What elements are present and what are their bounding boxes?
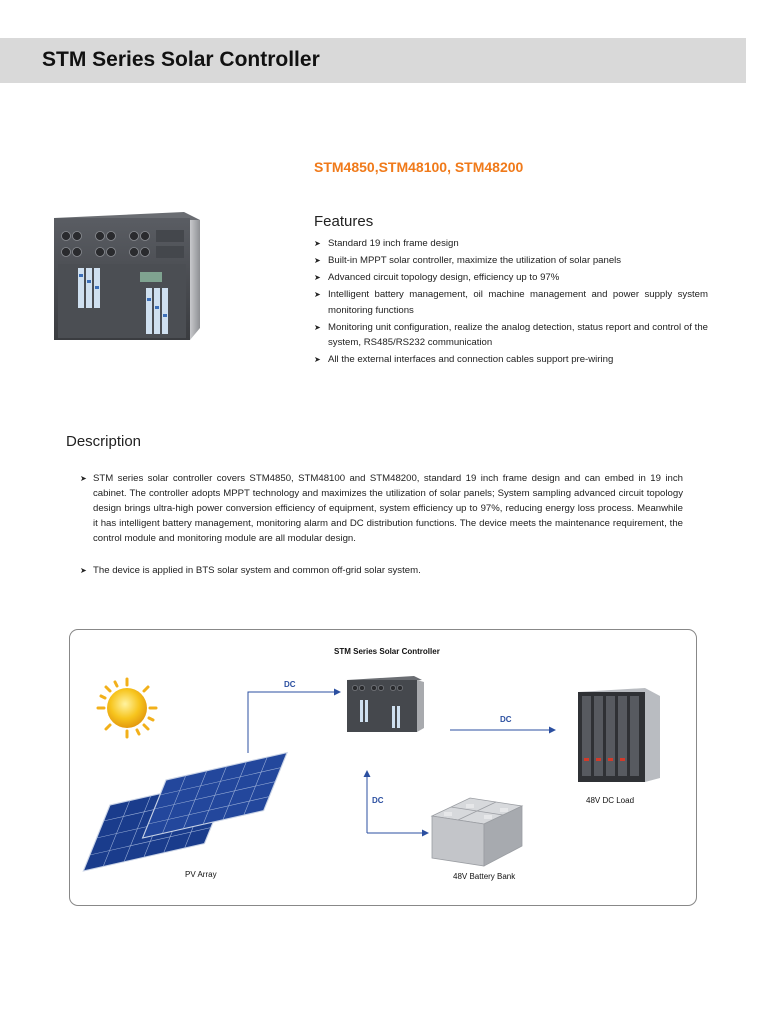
- list-item: ➤All the external interfaces and connect…: [314, 352, 708, 368]
- arrow-bullet-icon: ➤: [80, 474, 87, 483]
- controller-icon: [347, 676, 424, 732]
- dc-label-2: DC: [500, 715, 512, 724]
- arrow-bullet-icon: ➤: [80, 566, 87, 575]
- pv-array-icon: [82, 751, 288, 872]
- list-item: ➤STM series solar controller covers STM4…: [80, 473, 683, 544]
- arrow-bullet-icon: ➤: [314, 355, 321, 364]
- arrow-bullet-icon: ➤: [314, 322, 321, 332]
- diagram-drawing: [82, 676, 660, 872]
- battery-bank-label: 48V Battery Bank: [453, 872, 516, 881]
- arrow-bullet-icon: ➤: [314, 273, 321, 282]
- page-title: STM Series Solar Controller: [42, 48, 320, 71]
- arrow-bullet-icon: ➤: [314, 290, 321, 299]
- product-image: [44, 208, 204, 340]
- list-item: ➤The device is applied in BTS solar syst…: [80, 565, 421, 576]
- diagram-title: STM Series Solar Controller: [334, 647, 440, 656]
- list-item: ➤Monitoring unit configuration, realize …: [314, 321, 708, 349]
- description-list: ➤STM series solar controller covers STM4…: [80, 471, 683, 578]
- dc-load-label: 48V DC Load: [586, 796, 635, 805]
- sun-icon: [96, 677, 158, 739]
- list-item: ➤Standard 19 inch frame design: [314, 236, 708, 252]
- features-heading: Features: [314, 213, 374, 230]
- arrow-bullet-icon: ➤: [314, 239, 321, 248]
- dc-arrow-pv-to-controller: [247, 688, 341, 753]
- system-diagram: STM Series Solar Controller: [69, 629, 697, 906]
- dc-label-1: DC: [284, 680, 296, 689]
- list-item: ➤Advanced circuit topology design, effic…: [314, 270, 708, 286]
- arrow-bullet-icon: ➤: [314, 256, 321, 265]
- pv-array-label: PV Array: [185, 870, 217, 879]
- list-item: ➤Built-in MPPT solar controller, maximiz…: [314, 253, 708, 269]
- title-bar: STM Series Solar Controller: [0, 38, 746, 83]
- model-list: STM4850,STM48100, STM48200: [314, 159, 524, 175]
- dc-load-icon: [578, 688, 660, 782]
- list-item: ➤Intelligent battery management, oil mac…: [314, 289, 708, 316]
- description-heading: Description: [66, 433, 142, 450]
- battery-bank-icon: [430, 797, 524, 867]
- dc-label-3: DC: [372, 796, 384, 805]
- features-list: ➤Standard 19 inch frame design ➤Built-in…: [314, 236, 708, 369]
